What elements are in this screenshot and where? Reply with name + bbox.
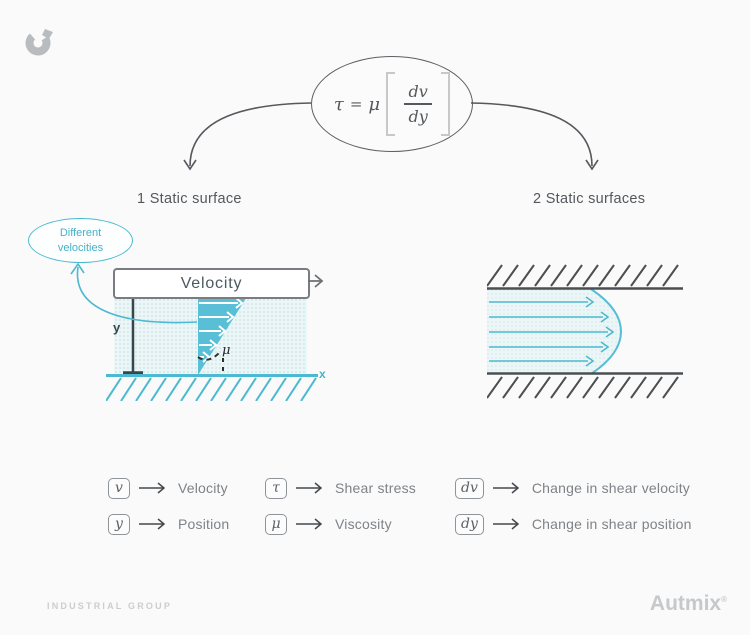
formula-tau: τ <box>333 93 344 115</box>
different-velocities-bubble: Different velocities <box>28 218 133 263</box>
legend-label: Change in shear position <box>531 516 692 532</box>
formula-mu: μ <box>368 93 381 115</box>
static-surface-top-wall <box>487 264 683 290</box>
branch-left-curve <box>189 102 312 167</box>
symbol-box-v: v <box>108 477 130 499</box>
brand-name: Autmix <box>649 592 722 615</box>
branch-label-one-static-surface: 1 Static surface <box>137 191 242 207</box>
symbol-box-mu: μ <box>265 513 287 535</box>
formula-equals: = <box>349 95 363 113</box>
legend-item-shear-stress: τ Shear stress <box>265 476 416 500</box>
parabola-curve <box>590 289 623 374</box>
legend-item-position: y Position <box>108 512 229 536</box>
velocity-box-label: Velocity <box>180 274 243 292</box>
branch-right-curve <box>470 102 593 167</box>
footer-industrial-group: INDUSTRIAL GROUP <box>47 601 173 611</box>
legend-item-viscosity: μ Viscosity <box>265 512 392 536</box>
footer-brand-wordmark: Autmix® <box>650 592 727 616</box>
viscosity-formula: τ = μ dv dy <box>333 72 451 136</box>
derivative-fraction: dv dy <box>404 82 433 126</box>
bubble-arrowhead-icon <box>70 262 85 275</box>
symbol-box-dy: dy <box>455 513 484 535</box>
velocity-plate-box: Velocity <box>113 268 310 299</box>
registered-mark: ® <box>721 595 727 604</box>
fraction-denominator: dy <box>408 106 428 126</box>
formula-ellipse: τ = μ dv dy <box>311 56 473 152</box>
autmix-logo-icon <box>25 29 53 56</box>
symbol-box-y: y <box>108 513 130 535</box>
legend-item-change-shear-velocity: dv Change in shear velocity <box>455 476 690 500</box>
x-axis-label: x <box>319 367 326 381</box>
legend-label: Shear stress <box>335 480 416 496</box>
legend-item-change-shear-position: dy Change in shear position <box>455 512 692 536</box>
legend-arrow-icon <box>492 518 520 530</box>
y-dimension-bar <box>123 294 143 375</box>
branch-label-two-static-surfaces: 2 Static surfaces <box>533 191 646 207</box>
legend-label: Change in shear velocity <box>531 480 690 496</box>
legend-arrow-icon <box>139 518 166 530</box>
velocity-direction-arrow-icon <box>308 274 324 288</box>
legend-label: Position <box>178 516 230 532</box>
symbol-box-dv: dv <box>455 477 484 499</box>
right-bracket <box>441 72 451 136</box>
symbol-box-tau: τ <box>265 477 287 499</box>
flow-arrows-icon <box>489 296 615 367</box>
branch-right-arrowhead-icon <box>585 159 599 171</box>
x-axis-line <box>106 374 318 377</box>
legend-arrow-icon <box>139 482 166 494</box>
legend-arrow-icon <box>296 482 323 494</box>
mu-angle-label: μ <box>222 343 231 358</box>
legend-label: Viscosity <box>335 516 392 532</box>
left-bracket <box>386 72 396 136</box>
legend-item-velocity: v Velocity <box>108 476 228 500</box>
legend-arrow-icon <box>492 482 520 494</box>
legend-arrow-icon <box>296 518 323 530</box>
mu-angle-arc-icon <box>197 352 224 376</box>
static-surface-bottom-wall <box>487 372 683 399</box>
bubble-text-line2: velocities <box>57 241 104 254</box>
static-surface-hatching-left <box>106 377 317 401</box>
branch-left-arrowhead-icon <box>183 159 197 171</box>
legend-label: Velocity <box>178 480 228 496</box>
y-axis-label: y <box>113 320 121 335</box>
fraction-bar <box>404 103 433 105</box>
fraction-numerator: dv <box>408 82 428 102</box>
pipe-flow-profile <box>487 289 623 374</box>
bubble-text-line1: Different <box>59 226 102 239</box>
